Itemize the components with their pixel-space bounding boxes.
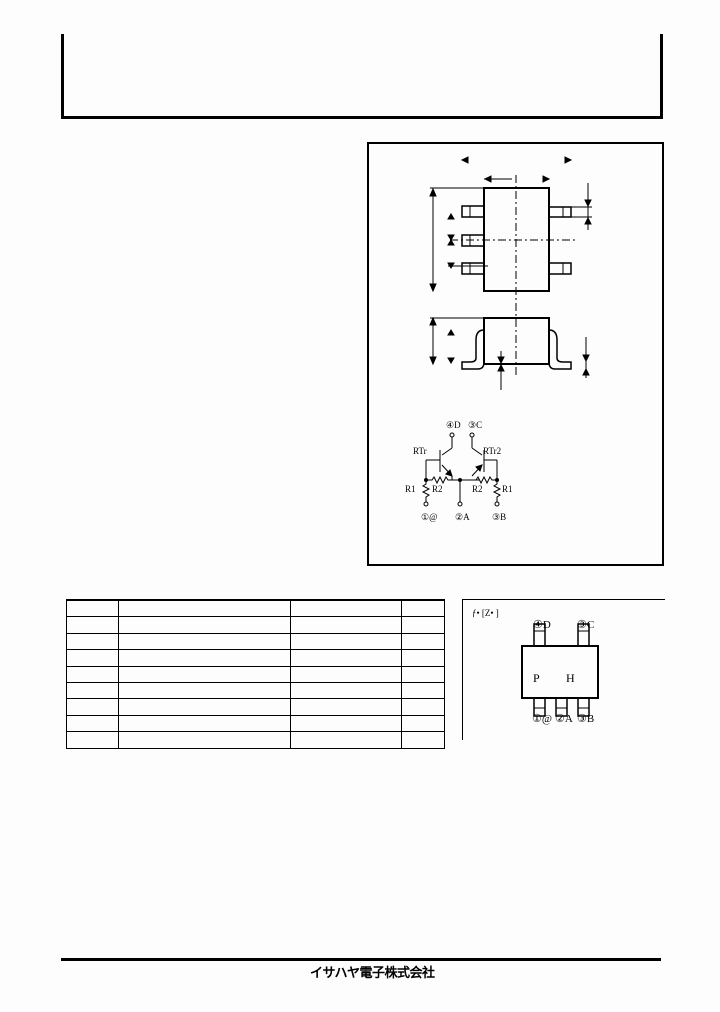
header-box (61, 34, 663, 119)
transistor-label-rtr2: RTr2 (483, 446, 501, 456)
resistor-label-r1-left: R1 (405, 484, 416, 494)
table-row (66, 616, 445, 634)
arrow-left-icon (460, 156, 469, 164)
terminal-label-4d: ④D (446, 420, 461, 430)
outline-drawing-panel (367, 142, 664, 566)
marking-diagram: ƒ• [Ζ• ] ④D ③C P H ①@ ②A ③B (472, 608, 599, 725)
arrow-right-icon (564, 156, 573, 164)
table-row (66, 665, 445, 683)
company-name: イサハヤ電子株式会社 (310, 966, 435, 981)
terminal-label-2a: ②A (455, 512, 470, 522)
terminal-label-3c: ③C (468, 420, 482, 430)
terminal-label-3b: ③B (492, 512, 506, 522)
table-row (66, 632, 445, 651)
table-row (66, 649, 445, 667)
table-row (66, 731, 445, 749)
terminal-label-1: ①@ (421, 512, 437, 522)
marking-panel (462, 599, 665, 740)
marking-pin-2a: ②A (555, 713, 573, 725)
table-row (66, 681, 445, 700)
marking-pin-3b: ③B (577, 713, 594, 725)
resistor-label-r2-right: R2 (472, 484, 483, 494)
table-header-row (66, 599, 445, 618)
ratings-table (66, 599, 445, 749)
equivalent-circuit (421, 432, 502, 507)
marking-letter-p: P (533, 671, 540, 685)
resistor-label-r2-left: R2 (432, 484, 443, 494)
marking-pin-3c: ③C (577, 619, 594, 631)
outline-drawing: ④D ③C RTr RTr2 R1 R2 R2 R1 ①@ ②A ③B (405, 156, 592, 522)
table-row (66, 714, 445, 733)
resistor-label-r1-right: R1 (502, 484, 513, 494)
transistor-label-rtr1: RTr (413, 446, 427, 456)
table-row (66, 698, 445, 716)
footer-rule (61, 958, 661, 961)
marking-pin-4d: ④D (533, 619, 551, 631)
marking-letter-h: H (566, 671, 575, 685)
marking-title: ƒ• [Ζ• ] (472, 608, 499, 618)
marking-pin-1: ①@ (532, 713, 552, 725)
